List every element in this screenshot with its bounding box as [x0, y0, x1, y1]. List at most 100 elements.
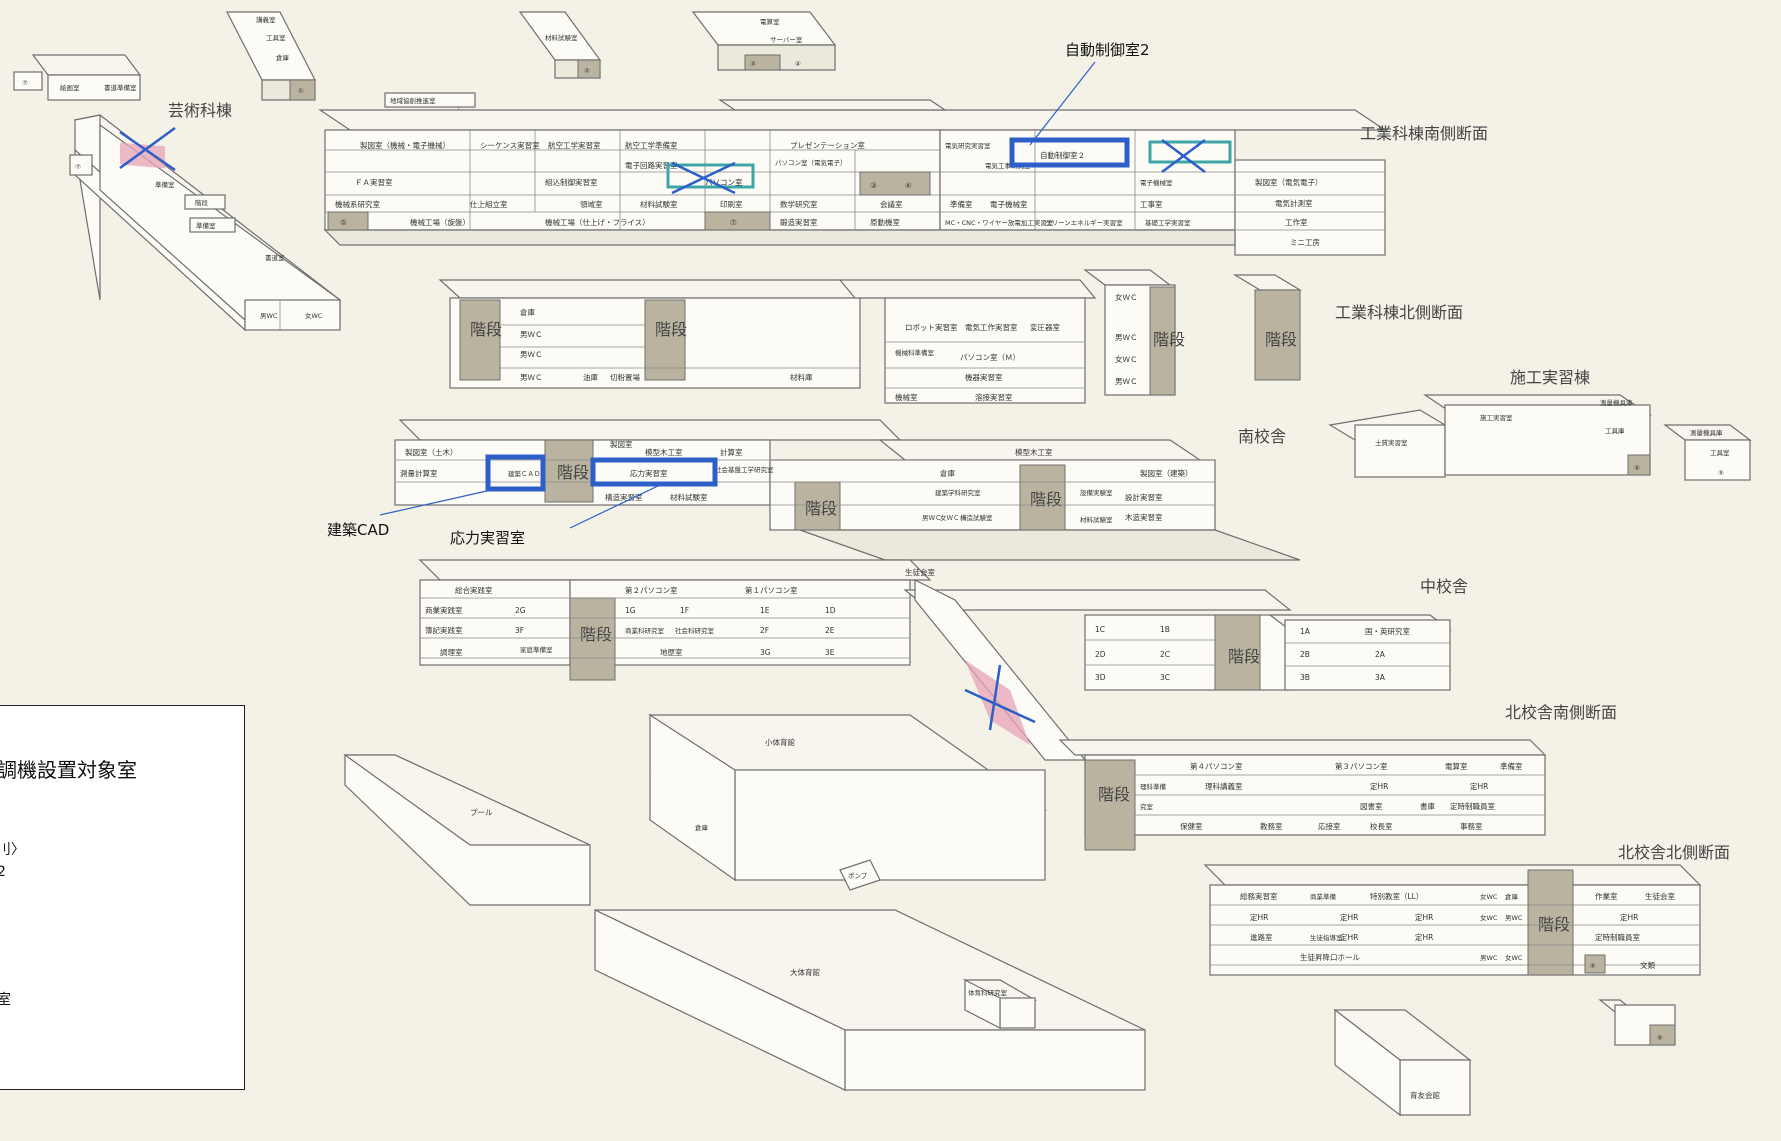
room: 特別教室（LL） [1370, 891, 1423, 901]
pe-lab: 体育科研究室 [962, 979, 1038, 1029]
block-text: 電算室 [760, 17, 780, 26]
room: 作業室 [1595, 891, 1618, 901]
top-block-3: 電算室 サーバー室 ③ ④ [691, 11, 837, 71]
legend-line-1: 刂〉 [0, 842, 25, 858]
room: 測量機具庫 [1600, 398, 1633, 407]
big-gym: 大体育館 [594, 909, 1146, 1091]
art-room: 書道室 [265, 253, 285, 262]
room: 印刷室 [720, 199, 743, 209]
room: シーケンス実習室 [480, 140, 540, 150]
art-room: 階段 [195, 198, 209, 207]
room: 簿記実践室 [425, 625, 463, 635]
industrial-north: 階段 階段 倉庫 男ＷＣ 男ＷＣ 男ＷＣ 油庫 切粉置場 ロボット実習室 電気工… [438, 269, 1303, 404]
room: 事務室 [1460, 821, 1483, 831]
pool: プール [343, 754, 591, 906]
block-text: 倉庫 [276, 53, 290, 62]
room: 電子機械室 [990, 199, 1028, 209]
block-text: 書道準備室 [104, 83, 137, 92]
room: 構造実習室 [605, 492, 643, 502]
room: 女ＷＣ [940, 513, 960, 522]
room: 定HR [1415, 932, 1433, 942]
legend-line-2: 2 [0, 864, 6, 880]
room: 電子機械室 [1140, 178, 1173, 187]
room: 理科講義室 [1205, 781, 1243, 791]
room: 電気研究実習室 [945, 141, 991, 150]
room: 男ＷＣ [922, 514, 942, 522]
room: 階段 [655, 320, 687, 339]
room: ⑤ [1718, 469, 1724, 477]
room: 理科準備 [1140, 782, 1167, 791]
north-annex: ⑥ [1598, 999, 1676, 1046]
legend-line-3: 室 [0, 992, 11, 1008]
middle-school: 階段 総合実践室 商業実践室 2G 簿記実践室 3F 調理室 家庭準備室 第２パ… [418, 559, 1452, 761]
room: ⑥ [1657, 1034, 1663, 1042]
callout-architecture-cad: 建築CAD [327, 521, 389, 539]
room: 定時制職員室 [1595, 932, 1640, 942]
room: 調理室 [440, 647, 463, 657]
room: 定HR [1340, 932, 1358, 942]
room: 溶接実習室 [975, 392, 1013, 402]
industrial-north-label: 工業科棟北側断面 [1335, 303, 1463, 322]
room: 2F [760, 626, 769, 635]
room: 測量計算室 [400, 468, 438, 478]
room: ロボット実習室 [905, 322, 958, 332]
room: 設計実習室 [1125, 492, 1163, 502]
room: 1A [1300, 627, 1311, 636]
room: ⑦ [730, 218, 737, 227]
room: 男ＷＣ [1115, 333, 1138, 342]
room: 工具庫 [1605, 426, 1625, 435]
room: 倉庫 [1505, 892, 1519, 901]
room: 第２パソコン室 [625, 585, 678, 595]
room: 地歴室 [660, 647, 683, 657]
room: 3C [1160, 673, 1170, 682]
block-text: サーバー室 [770, 35, 803, 44]
room: 階段 [557, 463, 589, 482]
room: 女WC [1480, 913, 1498, 922]
room: 教務室 [1260, 821, 1283, 831]
room: 1B [1160, 625, 1170, 634]
room: 書庫 [1420, 801, 1436, 811]
room: 商業準備 [1310, 892, 1337, 901]
art-room: ⑦ [75, 163, 81, 171]
south-school-label: 南校舎 [1238, 427, 1286, 446]
top-block-left: ⑦ 絵画室 書道準備室 [13, 54, 142, 101]
room: 航空工学準備室 [625, 140, 678, 150]
room: 機械室 [895, 392, 918, 402]
legend-title: 調機設置対象室 [0, 758, 137, 782]
room: 設備実験室 [1080, 488, 1113, 497]
room: 保健室 [1180, 821, 1203, 831]
room: 3G [760, 648, 771, 657]
art-wing-label: 芸術科棟 [168, 101, 232, 120]
room: 男ＷＣ [1115, 377, 1138, 386]
room: 定HR [1620, 912, 1638, 922]
room: 商業科研究室 [625, 626, 665, 635]
room: 木造実習室 [1125, 512, 1163, 522]
room: 生徒昇降口ホール [1300, 952, 1360, 962]
room: 国・英研究室 [1365, 626, 1410, 636]
room: 1E [760, 606, 770, 615]
room: 工作室 [1285, 217, 1308, 227]
room: 機械工場（旋盤） [410, 217, 470, 227]
callout-auto-control-2: 自動制御室2 [1065, 41, 1150, 59]
room: 機械工場（仕上げ・フライス） [545, 217, 650, 227]
room: 原動機室 [870, 217, 900, 227]
room: 階段 [1153, 330, 1185, 349]
room: 電気計測室 [1275, 198, 1313, 208]
construction-wing-label: 施工実習棟 [1510, 368, 1590, 387]
room: 定HR [1340, 912, 1358, 922]
art-room: 準備室 [155, 180, 175, 189]
room: 応接室 [1318, 821, 1341, 831]
room: 定HR [1250, 912, 1268, 922]
room: 図書室 [1360, 801, 1383, 811]
room: 3E [825, 648, 835, 657]
room: 模型木工室 [1015, 447, 1053, 457]
room: 2B [1300, 650, 1310, 659]
room: 電気工事研究室 [985, 161, 1031, 170]
room: ＦＡ実習室 [355, 177, 393, 187]
room: パソコン室（電気電子） [775, 158, 847, 167]
room: 鍛造実習室 [780, 217, 818, 227]
room: 第４パソコン室 [1190, 761, 1243, 771]
room: 製図室（電気電子） [1255, 177, 1323, 187]
